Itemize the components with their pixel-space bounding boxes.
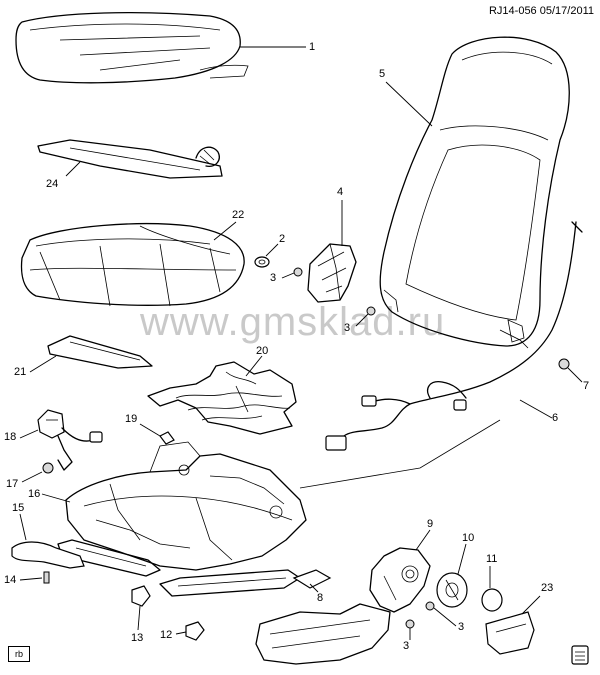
bolt-3c	[425, 601, 435, 611]
callout-2: 2	[279, 233, 286, 245]
bolt-3d	[405, 619, 415, 629]
leader-3c	[433, 607, 457, 627]
callout-3: 3	[458, 621, 465, 633]
callout-13: 13	[131, 632, 144, 644]
nut-17	[42, 462, 54, 474]
leader-21	[29, 355, 57, 373]
callout-14: 14	[4, 574, 17, 586]
leader-5	[385, 81, 433, 127]
seat-cushion-cover	[15, 11, 249, 84]
book-icon	[571, 645, 589, 665]
leader-14	[19, 577, 43, 581]
callout-17: 17	[6, 478, 19, 490]
leader-23	[521, 595, 541, 615]
bolt-3b	[366, 306, 376, 316]
assembly-guide	[299, 419, 501, 489]
callout-22: 22	[232, 209, 245, 221]
wiring-harness-6	[325, 221, 583, 451]
diagram-date: 05/17/2011	[539, 5, 594, 17]
callout-7: 7	[583, 380, 590, 392]
callout-19: 19	[125, 413, 138, 425]
seat-cushion-pad	[20, 223, 245, 307]
leader-6	[519, 399, 553, 419]
leader-18	[19, 429, 39, 439]
callout-10: 10	[462, 532, 475, 544]
diagram-header: RJ14-056 05/17/2011	[489, 5, 594, 17]
callout-9: 9	[427, 518, 434, 530]
callout-1: 1	[309, 41, 316, 53]
nut-7	[558, 358, 570, 370]
callout-11: 11	[486, 553, 498, 565]
watermark: www.gmsklad.ru	[140, 300, 446, 344]
knob-cap-11	[481, 588, 503, 612]
callout-21: 21	[14, 366, 27, 378]
clip-12	[185, 621, 205, 641]
recliner-cover-9	[369, 547, 431, 613]
cover-8	[292, 569, 332, 589]
callout-16: 16	[28, 488, 41, 500]
bracket-13	[131, 585, 151, 607]
leader-17	[21, 471, 43, 483]
recliner-bracket-4	[307, 243, 357, 303]
corner-tag: rb	[8, 646, 30, 662]
callout-3: 3	[403, 640, 410, 652]
callout-23: 23	[541, 582, 554, 594]
bolt-3a	[293, 267, 303, 277]
adjuster-handle-15	[11, 541, 85, 569]
leader-9	[415, 529, 431, 551]
seat-belt-buckle-18	[37, 409, 103, 471]
callout-20: 20	[256, 345, 269, 357]
leader-2	[265, 243, 279, 257]
recliner-knob-10	[436, 572, 468, 608]
seat-cushion-pad-insert	[37, 139, 223, 179]
leader-16	[41, 493, 71, 503]
callout-4: 4	[337, 186, 344, 198]
callout-12: 12	[160, 629, 173, 641]
trim-panel-21	[47, 335, 153, 369]
callout-15: 15	[12, 502, 25, 514]
leader-3b	[355, 313, 369, 327]
callout-8: 8	[317, 592, 324, 604]
end-cap-23	[485, 611, 535, 655]
leader-7	[567, 367, 583, 383]
leader-24	[65, 161, 81, 177]
leader-3a	[281, 272, 295, 279]
seat-frame-16	[57, 441, 307, 597]
clip-19	[159, 431, 175, 445]
seat-back-5	[379, 36, 570, 349]
leader-22	[213, 221, 237, 241]
callout-3: 3	[344, 322, 351, 334]
leader-15	[19, 513, 27, 541]
callout-5: 5	[379, 68, 386, 80]
callout-6: 6	[552, 412, 559, 424]
fastener-cap-2	[254, 256, 270, 268]
screw-14	[43, 571, 50, 584]
callout-18: 18	[4, 431, 17, 443]
leader-12	[175, 631, 187, 635]
leader-8	[309, 583, 319, 593]
seat-spring-assembly-20	[147, 361, 297, 435]
diagram-code: RJ14-056	[488, 5, 537, 17]
leader-20	[245, 355, 263, 377]
leader-19	[139, 423, 161, 437]
outer-trim-panel	[255, 603, 391, 665]
leader-10	[457, 543, 467, 575]
callout-3: 3	[270, 272, 277, 284]
leader-13	[137, 605, 141, 631]
callout-24: 24	[46, 178, 59, 190]
